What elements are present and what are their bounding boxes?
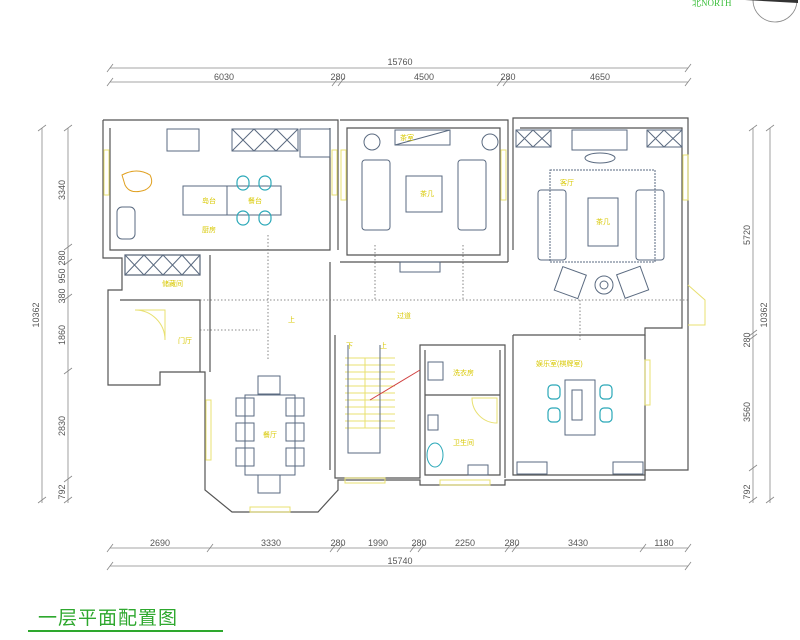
dim-right-0: 5720 bbox=[742, 225, 752, 245]
dim-bottom-8: 1180 bbox=[654, 538, 673, 548]
dim-right-1: 280 bbox=[742, 332, 752, 347]
dim-top-3: 280 bbox=[500, 72, 515, 82]
label-island-b: 餐台 bbox=[248, 196, 262, 205]
dim-right-3: 792 bbox=[742, 484, 752, 499]
toilet-door-icon bbox=[471, 397, 498, 424]
tea-room-furniture bbox=[361, 129, 499, 273]
label-tea-table: 茶几 bbox=[420, 189, 434, 198]
label-kitchen: 厨房 bbox=[202, 225, 216, 234]
label-foyer: 门厅 bbox=[178, 336, 192, 345]
label-island-a: 岛台 bbox=[202, 196, 216, 205]
left-dimension-labels: 10362 3340 280 950 380 1860 2830 792 bbox=[31, 180, 67, 500]
kitchen-island bbox=[182, 185, 282, 216]
dim-left-4: 1860 bbox=[57, 325, 67, 345]
drawing-title: 一层平面配置图 bbox=[38, 607, 179, 629]
dim-bottom-5: 2250 bbox=[455, 538, 475, 548]
game-room-furniture bbox=[516, 379, 644, 475]
dim-top-4: 4650 bbox=[590, 72, 610, 82]
label-tea-room: 茶室 bbox=[400, 133, 414, 142]
dim-left-6: 792 bbox=[57, 484, 67, 499]
dim-left-3: 380 bbox=[57, 288, 67, 303]
north-label: 北NORTH bbox=[692, 0, 732, 8]
top-dimension-labels: 15760 6030 280 4500 280 4650 bbox=[214, 57, 610, 82]
dim-left-total: 10362 bbox=[31, 302, 41, 327]
dim-bottom-4: 280 bbox=[411, 538, 426, 548]
bar-stools bbox=[236, 175, 272, 226]
label-corridor: 过道 bbox=[397, 311, 411, 320]
bathroom-fixtures bbox=[426, 361, 489, 476]
walls bbox=[102, 117, 689, 513]
stove-icon bbox=[166, 128, 200, 152]
north-compass-icon bbox=[745, 0, 798, 23]
label-hall-mark: 上 bbox=[288, 315, 295, 324]
title-underline bbox=[28, 630, 223, 632]
label-coffee-table: 茶几 bbox=[596, 217, 610, 226]
staircase bbox=[345, 345, 421, 454]
label-stair-up: 上 bbox=[380, 341, 387, 350]
circulation-paths bbox=[200, 235, 688, 360]
dim-bottom-1: 3330 bbox=[261, 538, 281, 548]
person-icon bbox=[121, 170, 153, 193]
kitchen-furniture bbox=[116, 128, 331, 276]
foyer-door-icon bbox=[134, 309, 166, 341]
cabinet-icons bbox=[124, 128, 331, 276]
label-toilet: 卫生间 bbox=[453, 438, 474, 447]
dim-left-1: 280 bbox=[57, 250, 67, 265]
dim-bottom-6: 280 bbox=[504, 538, 519, 548]
dim-bottom-0: 2690 bbox=[150, 538, 170, 548]
windows bbox=[103, 149, 689, 513]
dining-furniture bbox=[235, 375, 305, 494]
sink-icon bbox=[116, 206, 136, 240]
dim-left-5: 2830 bbox=[57, 416, 67, 436]
label-living-room: 客厅 bbox=[560, 178, 574, 187]
dim-top-2: 4500 bbox=[414, 72, 434, 82]
label-dining: 餐厅 bbox=[263, 430, 277, 439]
bottom-dimension-labels: 2690 3330 280 1990 280 2250 280 3430 118… bbox=[150, 538, 674, 566]
dim-bottom-total: 15740 bbox=[387, 556, 412, 566]
dim-left-0: 3340 bbox=[57, 180, 67, 200]
living-room-furniture bbox=[515, 129, 683, 300]
label-storage: 储藏间 bbox=[162, 279, 183, 288]
dim-top-0: 6030 bbox=[214, 72, 234, 82]
dim-bottom-3: 1990 bbox=[368, 538, 388, 548]
label-game-room: 娱乐室(棋牌室) bbox=[536, 359, 583, 368]
dim-left-2: 950 bbox=[57, 268, 67, 283]
dim-top-1: 280 bbox=[330, 72, 345, 82]
right-dimension-labels: 5720 280 3560 792 10362 bbox=[742, 225, 769, 500]
dim-right-total: 10362 bbox=[759, 302, 769, 327]
dim-top-total: 15760 bbox=[387, 57, 412, 67]
label-laundry: 洗衣房 bbox=[453, 368, 474, 377]
dim-bottom-7: 3430 bbox=[568, 538, 588, 548]
label-stair-down: 下 bbox=[346, 342, 353, 350]
room-labels: 厨房 岛台 餐台 茶几 茶几 茶室 客厅 储藏间 门厅 上 餐厅 过道 洗衣房 … bbox=[162, 133, 610, 447]
dim-bottom-2: 280 bbox=[330, 538, 345, 548]
dim-right-2: 3560 bbox=[742, 402, 752, 422]
entry-door-icon bbox=[687, 284, 706, 326]
dimension-lines bbox=[37, 63, 775, 571]
